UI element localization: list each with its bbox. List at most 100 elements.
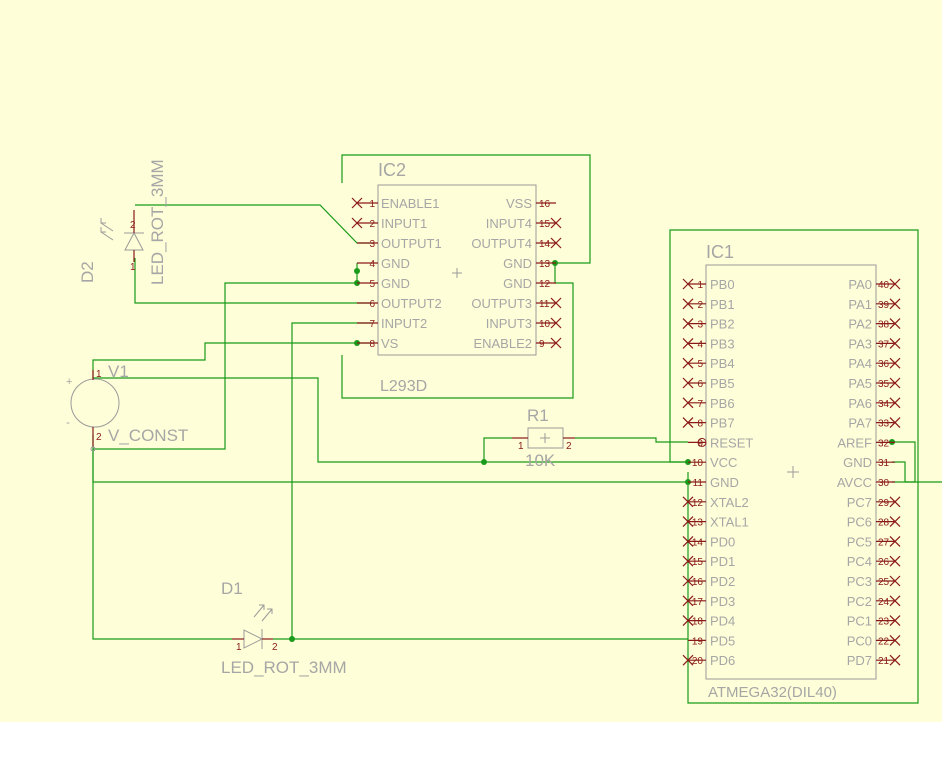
pin-number: 26	[878, 557, 890, 568]
wire-r1-right[interactable]	[575, 437, 688, 443]
led-d1[interactable]: D1 LED_ROT_3MM 1 2	[221, 579, 347, 677]
pin-label: PD4	[710, 614, 735, 629]
pin-label: PB1	[710, 297, 735, 312]
v1-body	[70, 378, 120, 428]
pin-number: 5	[369, 279, 375, 290]
no-connect-mark	[682, 397, 694, 409]
no-connect-mark	[682, 318, 694, 330]
resistor-r1[interactable]: R1 10K 1 2	[512, 406, 575, 470]
pin-number: 39	[878, 300, 890, 311]
wire-gnd-bus-down[interactable]	[92, 449, 232, 640]
pin-label: PD7	[847, 653, 872, 668]
no-connect-mark	[889, 278, 901, 290]
wire-gnd-v1[interactable]	[93, 282, 357, 450]
pin-number: 6	[369, 299, 375, 310]
wire-v1-vcc[interactable]	[93, 377, 688, 463]
wire-d2-output2[interactable]	[134, 258, 372, 304]
wire-ic1-frame[interactable]	[669, 229, 919, 704]
ic2-l293d[interactable]: IC2 L293D ENABLE11INPUT12OUTPUT13GND4GND…	[351, 160, 562, 395]
pin-vs[interactable]: VS8	[357, 336, 399, 351]
no-connect-mark	[682, 278, 694, 290]
wire-gnd31[interactable]	[892, 461, 906, 483]
wire-r1-left[interactable]	[483, 437, 512, 462]
led-d2[interactable]: D2 LED_ROT_3MM 2 1	[78, 159, 167, 285]
wire-input2-pd5[interactable]	[291, 322, 688, 640]
wire-vss-loop[interactable]	[341, 154, 591, 264]
r1-pin2-num: 2	[566, 441, 572, 452]
ic1-body	[705, 264, 877, 680]
wire-vs-v1[interactable]	[92, 342, 357, 378]
pin-label: INPUT1	[381, 216, 427, 231]
junction-dot	[481, 459, 487, 465]
no-connect-mark	[550, 237, 562, 249]
no-connect-mark	[682, 595, 694, 607]
pin-number: 10	[692, 458, 704, 469]
ic1-name: IC1	[706, 242, 734, 262]
pin-number: 15	[692, 557, 704, 568]
pin-number: 27	[878, 537, 890, 548]
voltage-source-v1[interactable]: + - 1 2 V1 V_CONST	[66, 362, 188, 452]
wire-ic2-frame-bottom[interactable]	[341, 263, 574, 399]
v1-pin2-num: 2	[96, 432, 102, 443]
ic1-atmega32[interactable]: IC1 ATMEGA32(DIL40) PB01PB12PB23PB34PB45…	[682, 242, 901, 701]
wire-d2-output1[interactable]	[135, 204, 372, 244]
d1-light-arrows	[253, 604, 273, 622]
